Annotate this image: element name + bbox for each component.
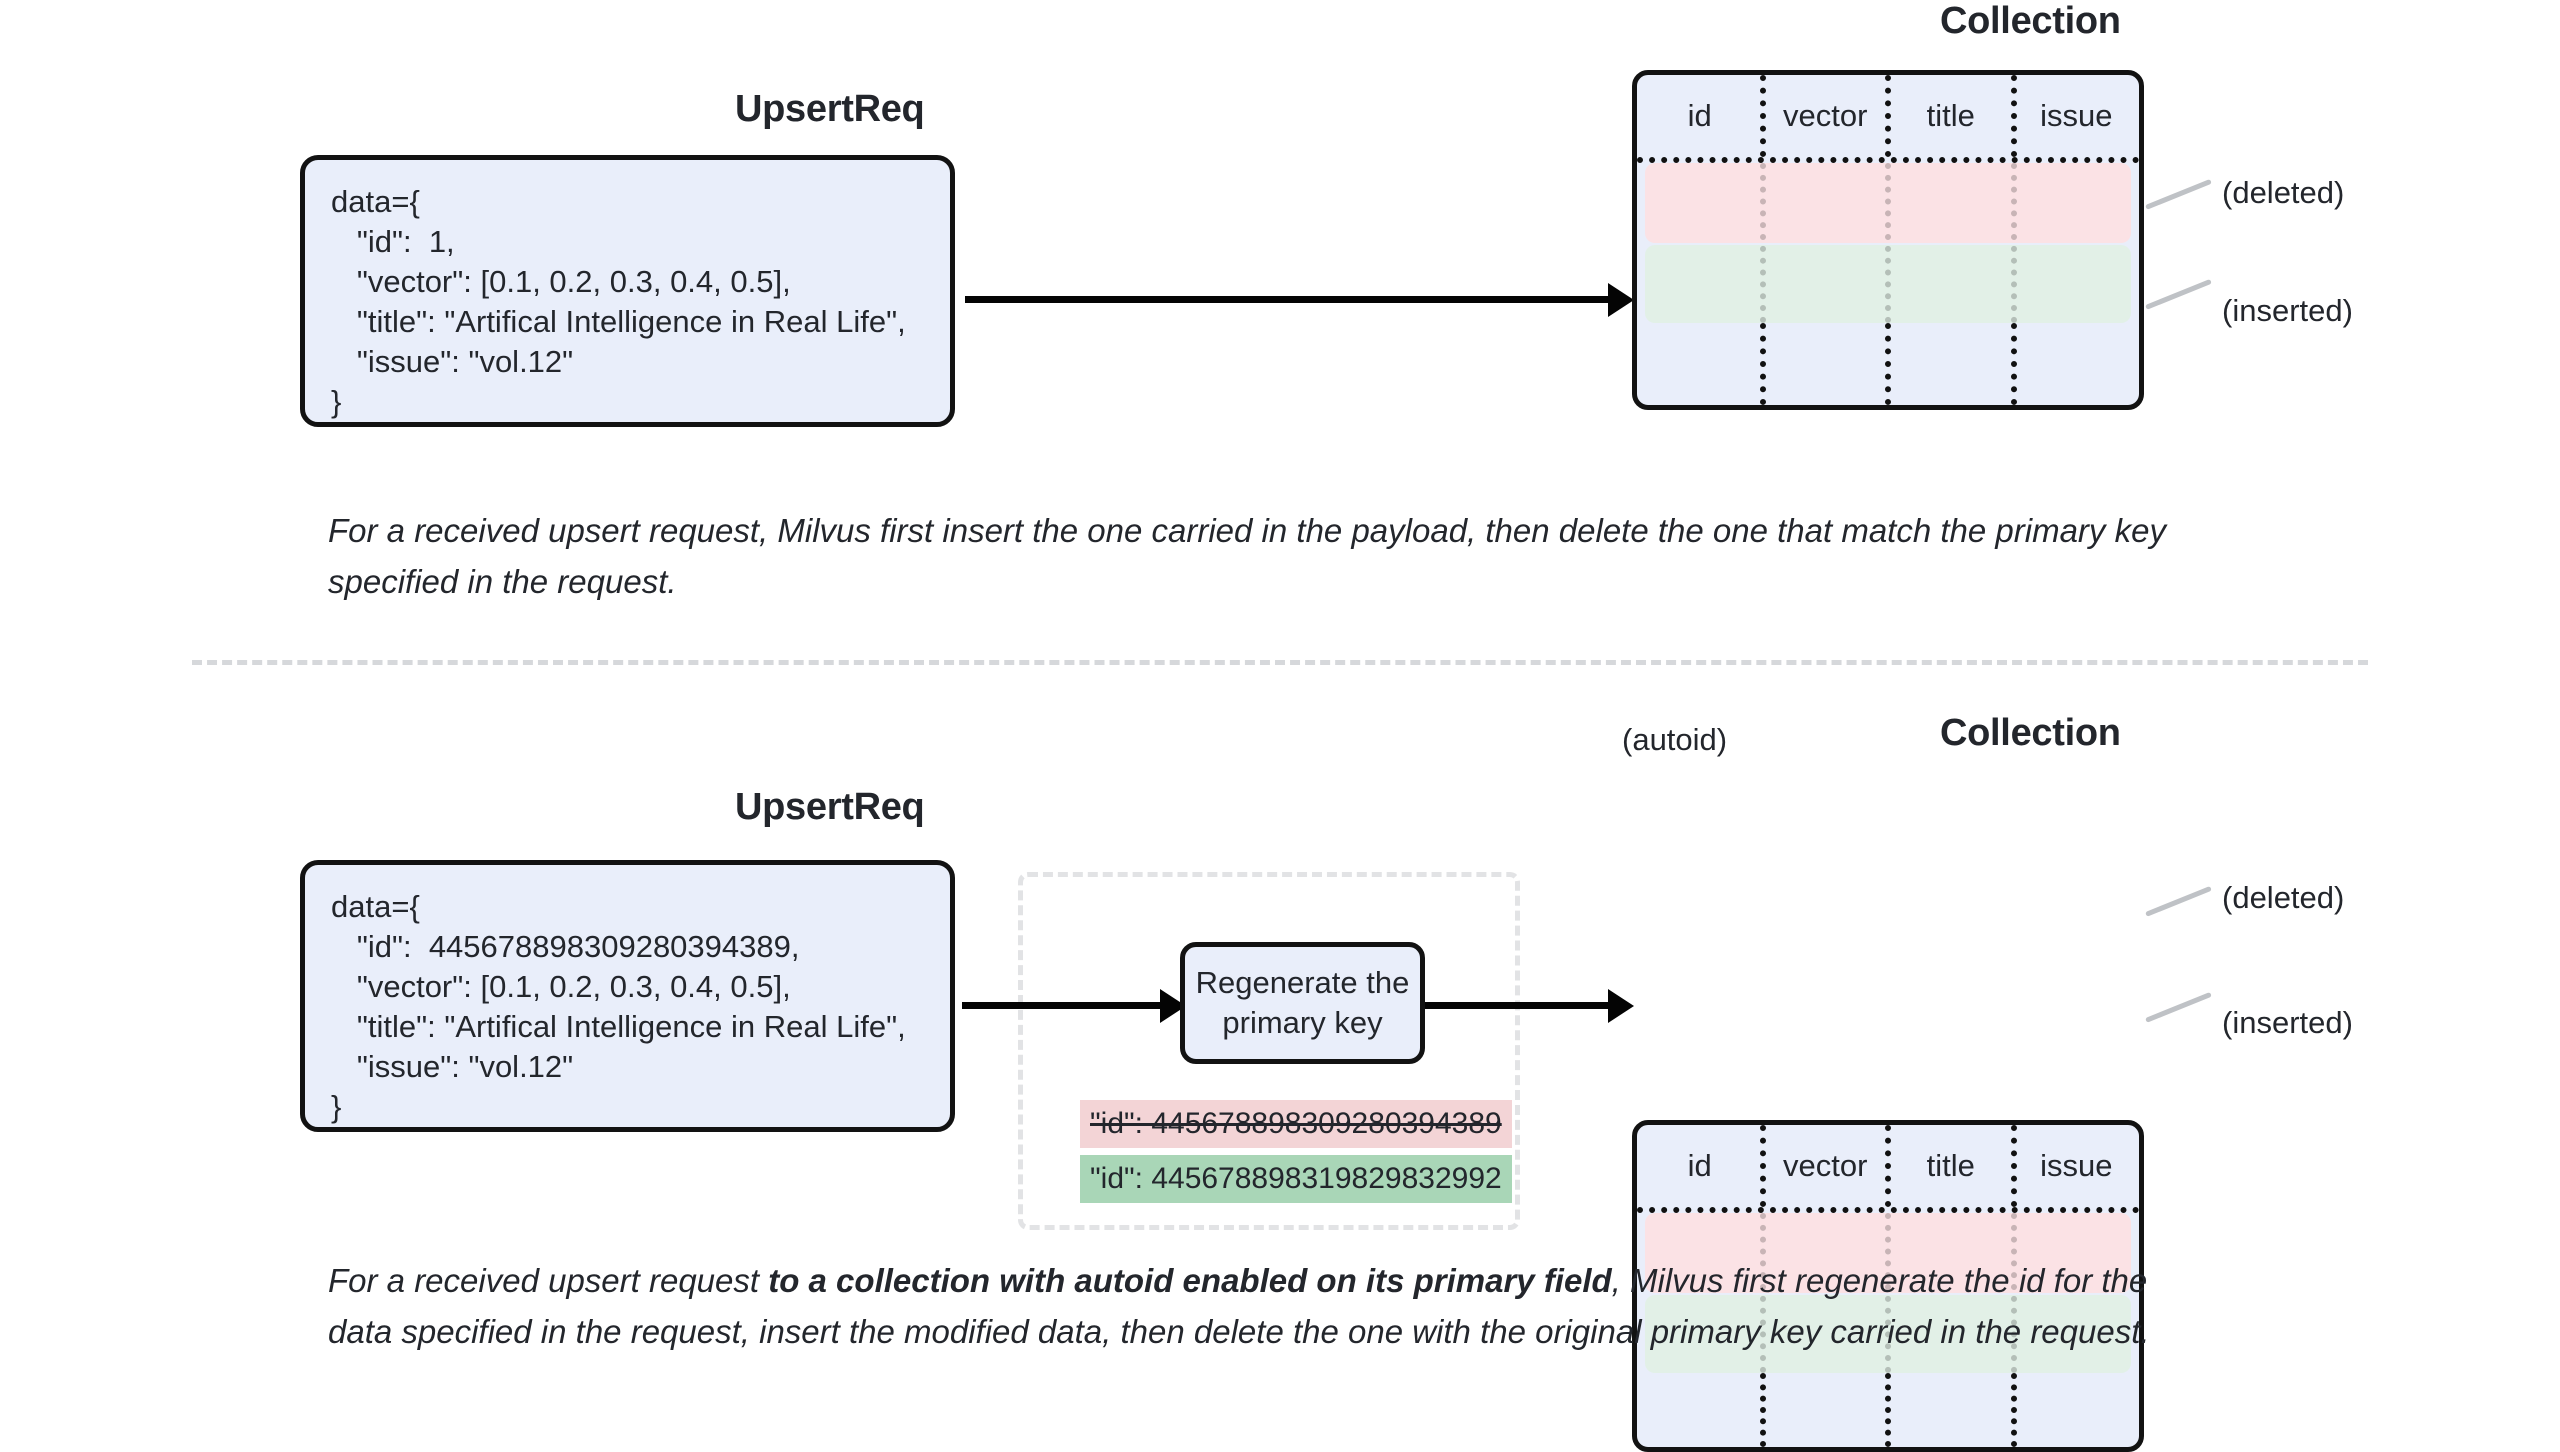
section-1-deleted-leader-line	[2145, 178, 2212, 210]
section-2-request-title: UpsertReq	[735, 786, 925, 828]
column-divider-3-tail	[2010, 323, 2017, 405]
column-header-id: id	[1687, 1148, 1712, 1183]
table-row-inserted	[1645, 245, 2131, 323]
table-row-deleted	[1645, 1213, 2131, 1293]
section-1-collection-table: id vector title issue	[1632, 70, 2144, 410]
section-2-autoid-label: (autoid)	[1622, 722, 1728, 757]
column-divider-2-tail	[1885, 1373, 1892, 1447]
column-divider-1-rows	[1759, 1213, 1766, 1373]
column-divider-2	[1885, 1125, 1892, 1207]
section-2-old-id-chip: "id": 445678898309280394389	[1080, 1100, 1512, 1148]
section-1-inserted-leader-line	[2145, 278, 2212, 310]
column-header-vector: vector	[1783, 98, 1868, 133]
section-2-request-body: data={ "id": 445678898309280394389, "vec…	[300, 860, 955, 1132]
code-line: "title": "Artifical Intelligence in Real…	[331, 304, 906, 339]
regenerate-box-label: Regenerate the primary key	[1195, 965, 1410, 1040]
code-line: "issue": "vol.12"	[331, 344, 574, 379]
section-1-annotation-inserted: (inserted)	[2222, 293, 2353, 328]
section-divider	[192, 660, 2368, 665]
caption-part-bold: to a collection with autoid enabled on i…	[768, 1262, 1612, 1299]
section-1-caption: For a received upsert request, Milvus fi…	[328, 505, 2188, 607]
code-line: "vector": [0.1, 0.2, 0.3, 0.4, 0.5],	[331, 969, 791, 1004]
column-divider-3-rows	[2010, 1213, 2017, 1373]
section-1-annotation-deleted: (deleted)	[2222, 175, 2345, 210]
section-1-request-body: data={ "id": 1, "vector": [0.1, 0.2, 0.3…	[300, 155, 955, 427]
code-line: }	[331, 1089, 342, 1124]
column-divider-1-tail	[1759, 323, 1766, 405]
caption-text: For a received upsert request, Milvus fi…	[328, 512, 2166, 600]
code-line: "vector": [0.1, 0.2, 0.3, 0.4, 0.5],	[331, 264, 791, 299]
code-line: }	[331, 384, 342, 419]
column-divider-3	[2010, 1125, 2017, 1207]
section-2-arrow-2-line	[1425, 1002, 1610, 1009]
section-1-flow-arrow-line	[965, 296, 1610, 303]
column-header-issue: issue	[2040, 1148, 2113, 1183]
section-2-regenerate-group	[1018, 872, 1520, 1230]
table-row-inserted	[1645, 1295, 2131, 1373]
column-divider-1	[1759, 75, 1766, 157]
section-2-new-id-chip: "id": 445678898319829832992	[1080, 1155, 1512, 1203]
table-row-deleted	[1645, 163, 2131, 243]
code-line: "id": 445678898309280394389,	[331, 929, 800, 964]
section-2-annotation-deleted: (deleted)	[2222, 880, 2345, 915]
column-divider-2-tail	[1885, 323, 1892, 405]
section-2-deleted-leader-line	[2145, 885, 2212, 917]
column-divider-2	[1885, 75, 1892, 157]
column-divider-1-tail	[1759, 1373, 1766, 1447]
section-1-collection-title: Collection	[1940, 0, 2121, 42]
column-header-id: id	[1687, 98, 1712, 133]
column-divider-1	[1759, 1125, 1766, 1207]
column-header-title: title	[1926, 1148, 1975, 1183]
section-2-inserted-leader-line	[2145, 991, 2212, 1023]
column-header-issue: issue	[2040, 98, 2113, 133]
section-1-table-header-row: id vector title issue	[1637, 75, 2139, 157]
section-2-regenerate-box: Regenerate the primary key	[1180, 942, 1425, 1064]
section-1-flow-arrow-head	[1608, 283, 1634, 317]
code-line: "id": 1,	[331, 224, 455, 259]
section-1-request-title: UpsertReq	[735, 88, 925, 130]
code-line: "issue": "vol.12"	[331, 1049, 574, 1084]
section-2-annotation-inserted: (inserted)	[2222, 1005, 2353, 1040]
code-line: "title": "Artifical Intelligence in Real…	[331, 1009, 906, 1044]
section-2-table-header-row: id vector title issue	[1637, 1125, 2139, 1207]
column-header-title: title	[1926, 98, 1975, 133]
code-line: data={	[331, 889, 420, 924]
code-line: data={	[331, 184, 420, 219]
section-2-arrow-2-head	[1608, 989, 1634, 1023]
caption-part-1: For a received upsert request	[328, 1262, 769, 1299]
section-2-collection-title: Collection	[1940, 712, 2121, 754]
section-2-caption: For a received upsert request to a colle…	[328, 1255, 2168, 1357]
column-divider-3-tail	[2010, 1373, 2017, 1447]
column-divider-1-rows	[1759, 163, 1766, 323]
section-2-arrow-1-line	[962, 1002, 1162, 1009]
column-divider-2-rows	[1885, 1213, 1892, 1373]
caption-part-3: , Milvus first regenerate the id for the…	[328, 1262, 2150, 1350]
header-separator	[1637, 1207, 2139, 1213]
column-divider-3	[2010, 75, 2017, 157]
column-divider-3-rows	[2010, 163, 2017, 323]
column-header-vector: vector	[1783, 1148, 1868, 1183]
column-divider-2-rows	[1885, 163, 1892, 323]
header-separator	[1637, 157, 2139, 163]
